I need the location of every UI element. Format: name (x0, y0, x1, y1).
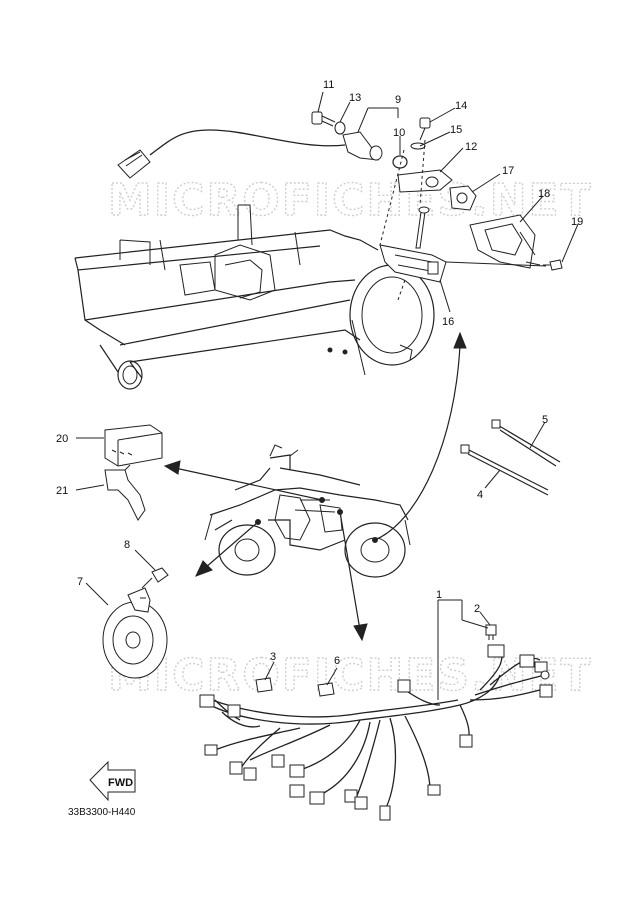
callout-14[interactable]: 14 (455, 100, 467, 112)
horn (85, 549, 169, 679)
callout-8[interactable]: 8 (124, 539, 130, 551)
diagram-code: 33B3300-H440 (68, 807, 136, 818)
callout-20[interactable]: 20 (56, 433, 68, 445)
speed-sensor-assembly (117, 111, 563, 301)
callout-4[interactable]: 4 (477, 489, 483, 501)
callout-9[interactable]: 9 (395, 94, 401, 106)
callout-leaders-top (317, 91, 579, 313)
callout-13[interactable]: 13 (349, 92, 361, 104)
callout-3[interactable]: 3 (270, 651, 276, 663)
swingarm (74, 204, 435, 390)
wire-harness (199, 599, 553, 821)
fwd-arrow-icon: FWD (89, 760, 136, 802)
callout-1[interactable]: 1 (436, 589, 442, 601)
callout-18[interactable]: 18 (538, 188, 550, 200)
callout-19[interactable]: 19 (571, 216, 583, 228)
callout-6[interactable]: 6 (334, 655, 340, 667)
callout-10[interactable]: 10 (393, 127, 405, 139)
atv-outline (204, 444, 411, 578)
callouts: 1 2 3 4 5 6 7 8 9 10 11 12 13 14 15 16 1… (56, 79, 583, 667)
callout-17[interactable]: 17 (502, 165, 514, 177)
callout-11[interactable]: 11 (323, 79, 334, 91)
relay-unit (75, 424, 163, 521)
callout-16[interactable]: 16 (442, 316, 454, 328)
location-arrows (163, 331, 467, 642)
callout-7[interactable]: 7 (77, 576, 83, 588)
callout-21[interactable]: 21 (56, 485, 68, 497)
callout-2[interactable]: 2 (474, 603, 480, 615)
watermark-bottom: MICROFICHES.NET (108, 650, 593, 701)
fwd-label: FWD (108, 777, 133, 789)
callout-5[interactable]: 5 (542, 414, 548, 426)
callout-15[interactable]: 15 (450, 124, 462, 136)
cable-ties (460, 419, 561, 496)
callout-12[interactable]: 12 (465, 141, 477, 153)
